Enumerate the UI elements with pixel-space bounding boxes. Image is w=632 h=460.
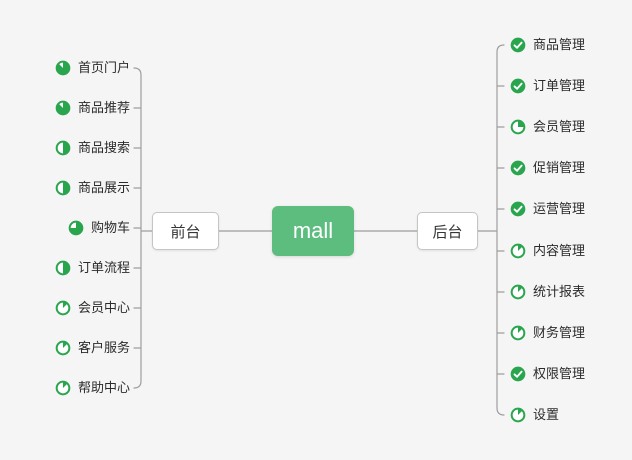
topic-label: 客户服务 (77, 340, 130, 355)
check-circle-icon[interactable] (510, 366, 526, 382)
back-topic-item[interactable]: 统计报表 (510, 281, 585, 303)
topic-label: 帮助中心 (77, 380, 130, 395)
pie-progress-icon[interactable] (510, 119, 526, 135)
front-topic-item[interactable]: 帮助中心 (55, 377, 130, 399)
topic-label: 会员管理 (533, 119, 586, 134)
front-topic-item[interactable]: 客户服务 (55, 337, 130, 359)
pie-progress-icon[interactable] (55, 140, 71, 156)
topic-label: 商品管理 (533, 37, 586, 52)
root-node-label: mall (292, 218, 334, 243)
back-topic-item[interactable]: 权限管理 (510, 363, 585, 385)
pie-progress-icon[interactable] (55, 300, 71, 316)
pie-progress-icon[interactable] (55, 60, 71, 76)
front-topic-item[interactable]: 商品搜索 (55, 137, 130, 159)
topic-label: 订单管理 (533, 78, 586, 93)
topic-label: 商品推荐 (77, 100, 130, 115)
topic-label: 内容管理 (533, 243, 586, 258)
back-topic-item[interactable]: 设置 (510, 404, 559, 426)
pie-progress-icon[interactable] (55, 260, 71, 276)
branch-node-label: 后台 (432, 223, 463, 241)
topic-label: 商品搜索 (77, 140, 130, 155)
back-topic-item[interactable]: 会员管理 (510, 116, 585, 138)
check-circle-icon[interactable] (510, 37, 526, 53)
check-circle-icon[interactable] (510, 78, 526, 94)
topic-label: 商品展示 (77, 180, 130, 195)
back-topic-item[interactable]: 促销管理 (510, 157, 585, 179)
check-circle-icon[interactable] (510, 201, 526, 217)
pie-progress-icon[interactable] (55, 180, 71, 196)
topic-label: 购物车 (90, 220, 130, 235)
front-topic-item[interactable]: 订单流程 (55, 257, 130, 279)
topic-label: 促销管理 (533, 160, 586, 175)
topic-label: 财务管理 (533, 325, 586, 340)
pie-progress-icon[interactable] (510, 284, 526, 300)
pie-progress-icon[interactable] (510, 407, 526, 423)
front-topic-item[interactable]: 会员中心 (55, 297, 130, 319)
topic-label: 运营管理 (533, 201, 586, 216)
front-topic-item[interactable]: 购物车 (68, 217, 130, 239)
front-topic-item[interactable]: 商品展示 (55, 177, 130, 199)
pie-progress-icon[interactable] (55, 380, 71, 396)
topic-label: 统计报表 (533, 284, 586, 299)
pie-progress-icon[interactable] (55, 340, 71, 356)
branch-node-label: 前台 (170, 223, 201, 241)
topic-label: 订单流程 (77, 260, 130, 275)
root-node-mall[interactable]: mall (272, 206, 354, 256)
topic-label: 设置 (533, 407, 560, 422)
topic-label: 首页门户 (77, 60, 130, 75)
back-topic-item[interactable]: 运营管理 (510, 198, 585, 220)
front-topic-item[interactable]: 首页门户 (55, 57, 130, 79)
check-circle-icon[interactable] (510, 160, 526, 176)
pie-progress-icon[interactable] (68, 220, 84, 236)
front-topic-item[interactable]: 商品推荐 (55, 97, 130, 119)
back-topic-item[interactable]: 订单管理 (510, 75, 585, 97)
back-topic-item[interactable]: 内容管理 (510, 240, 585, 262)
branch-node-back[interactable]: 后台 (417, 212, 478, 250)
pie-progress-icon[interactable] (510, 243, 526, 259)
branch-node-front[interactable]: 前台 (152, 212, 219, 250)
topic-label: 权限管理 (533, 366, 586, 381)
pie-progress-icon[interactable] (55, 100, 71, 116)
topic-label: 会员中心 (77, 300, 130, 315)
pie-progress-icon[interactable] (510, 325, 526, 341)
back-topic-item[interactable]: 财务管理 (510, 322, 585, 344)
back-topic-item[interactable]: 商品管理 (510, 34, 585, 56)
